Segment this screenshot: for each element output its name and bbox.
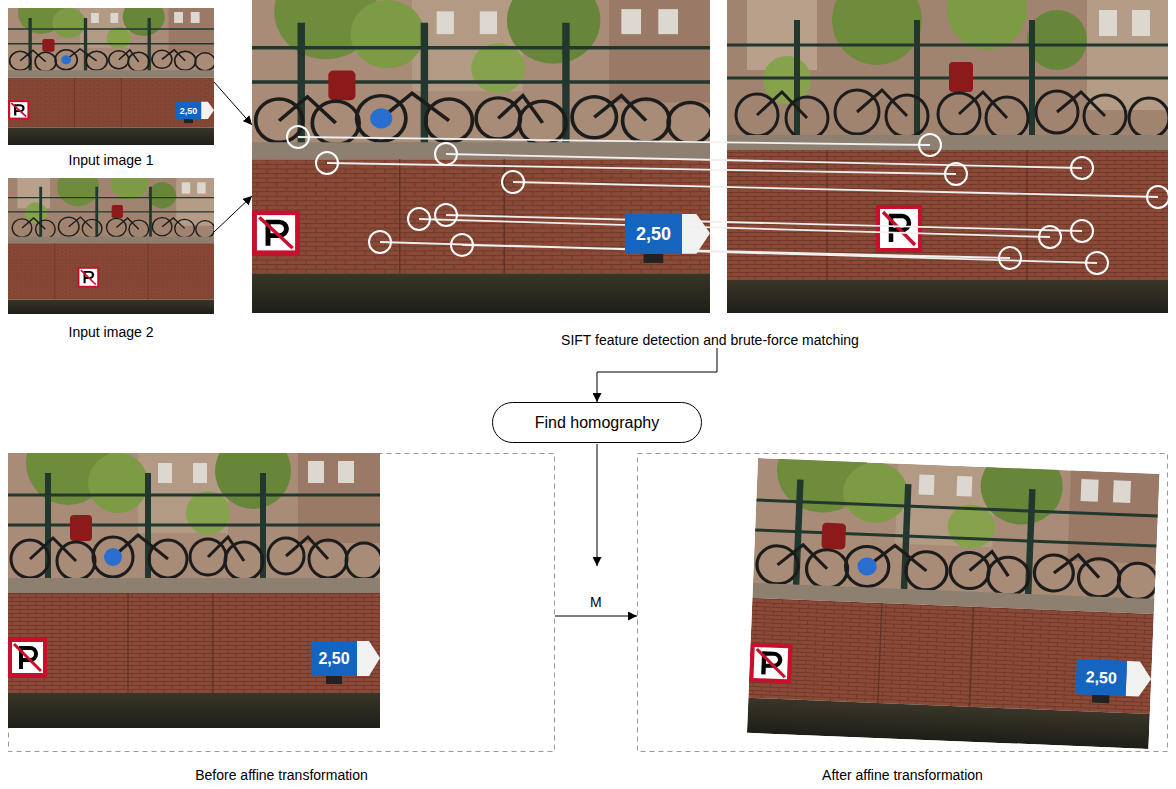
match-photo xyxy=(252,0,712,313)
scene-detail xyxy=(1039,226,1061,248)
scene-detail xyxy=(435,143,457,165)
input-photo xyxy=(8,0,215,145)
scene-detail xyxy=(502,171,524,193)
scene-detail xyxy=(451,234,473,256)
process-terminal: Find homography xyxy=(492,402,702,443)
sign-number: 2,50 xyxy=(176,102,201,119)
sign-number: 2,50 xyxy=(311,641,357,676)
flow-arrow xyxy=(214,196,252,232)
image-caption: After affine transformation xyxy=(822,767,983,783)
sign-number: 2,50 xyxy=(1076,659,1127,696)
scene-detail xyxy=(919,134,941,156)
scene-detail xyxy=(408,208,430,230)
feature-matches xyxy=(287,126,1169,274)
match-photo xyxy=(727,0,1169,313)
scene-detail xyxy=(316,152,338,174)
image-caption: Before affine transformation xyxy=(195,767,368,783)
process-label: Find homography xyxy=(535,414,660,432)
image-caption: SIFT feature detection and brute-force m… xyxy=(561,332,859,348)
scene-detail xyxy=(1086,252,1108,274)
flow-arrow xyxy=(597,348,717,402)
input-image: Input image 2 xyxy=(8,178,214,340)
scene-detail xyxy=(945,163,967,185)
flow-arrow xyxy=(555,616,637,617)
source-photo xyxy=(8,421,382,728)
matching-panel: SIFT feature detection and brute-force m… xyxy=(252,0,1168,348)
image-caption: Input image 2 xyxy=(69,324,154,340)
input-photo xyxy=(8,165,214,314)
image-canvas: Before affine transformation xyxy=(8,453,555,783)
warped-photo-image xyxy=(747,426,1163,749)
flow-arrow xyxy=(214,82,252,125)
scene-detail xyxy=(1071,220,1093,242)
image-caption: Input image 1 xyxy=(69,152,154,168)
scene-detail xyxy=(1071,157,1093,179)
edge-label: M xyxy=(587,593,605,611)
scene-detail xyxy=(298,137,1158,263)
warped-photo xyxy=(747,426,1163,749)
scene-detail xyxy=(287,126,309,148)
scene-detail xyxy=(999,247,1021,269)
scene-detail xyxy=(435,204,457,226)
image-canvas: After affine transformation xyxy=(637,453,1168,783)
scene-detail xyxy=(1147,186,1169,208)
scene-detail xyxy=(369,231,391,253)
input-image: Input image 1 xyxy=(8,8,214,168)
sign-number: 2,50 xyxy=(625,214,682,254)
matrix-arrow xyxy=(597,444,598,566)
